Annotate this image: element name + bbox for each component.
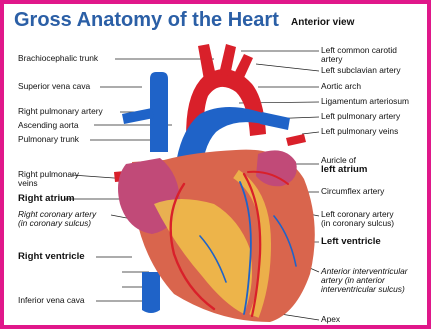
label-right-pulmonary-artery: Right pulmonary artery xyxy=(18,107,103,116)
label-right-pulmonary-veins: Right pulmonary veins xyxy=(18,170,79,188)
label-aortic-arch: Aortic arch xyxy=(321,82,361,91)
label-inferior-vena-cava: Inferior vena cava xyxy=(18,296,85,305)
label-left-coronary-artery-line2: (in coronary sulcus) xyxy=(321,219,394,228)
label-auricle-of-left-atrium: Auricle of left atrium xyxy=(321,156,367,174)
label-left-common-carotid-line2: artery xyxy=(321,55,397,64)
label-left-pulmonary-artery: Left pulmonary artery xyxy=(321,112,400,121)
label-anterior-interventricular-artery: Anterior interventricular artery (in ant… xyxy=(321,267,408,295)
label-right-pulmonary-veins-line2: veins xyxy=(18,179,79,188)
label-left-ventricle: Left ventricle xyxy=(321,237,381,246)
label-ligamentum-arteriosum: Ligamentum arteriosum xyxy=(321,97,409,106)
label-superior-vena-cava: Superior vena cava xyxy=(18,82,90,91)
label-pulmonary-trunk: Pulmonary trunk xyxy=(18,135,79,144)
left-subclavian-shape xyxy=(232,54,253,82)
label-left-common-carotid-artery: Left common carotid artery xyxy=(321,46,397,64)
label-ascending-aorta: Ascending aorta xyxy=(18,121,79,130)
label-right-coronary-artery: Right coronary artery (in coronary sulcu… xyxy=(18,210,96,228)
label-left-pulmonary-veins: Left pulmonary veins xyxy=(321,127,398,136)
label-brachiocephalic-trunk: Brachiocephalic trunk xyxy=(18,54,98,63)
left-pulmonary-veins-shape xyxy=(286,134,306,146)
label-auricle-line2: left atrium xyxy=(321,165,367,174)
inferior-vena-cava-shape xyxy=(142,272,160,313)
label-left-coronary-artery: Left coronary artery (in coronary sulcus… xyxy=(321,210,394,228)
left-auricle-shape xyxy=(256,150,297,186)
label-right-ventricle: Right ventricle xyxy=(18,252,85,261)
figure-frame: Gross Anatomy of the Heart Anterior view xyxy=(4,4,427,325)
label-aiv-line3: interventricular sulcus) xyxy=(321,285,408,294)
label-apex: Apex xyxy=(321,315,340,324)
label-right-atrium: Right atrium xyxy=(18,194,75,203)
label-circumflex-artery: Circumflex artery xyxy=(321,187,384,196)
label-left-subclavian-artery: Left subclavian artery xyxy=(321,66,401,75)
label-right-coronary-artery-line2: (in coronary sulcus) xyxy=(18,219,96,228)
brachiocephalic-trunk-shape xyxy=(198,44,216,80)
right-pulmonary-artery-shape xyxy=(122,108,154,124)
